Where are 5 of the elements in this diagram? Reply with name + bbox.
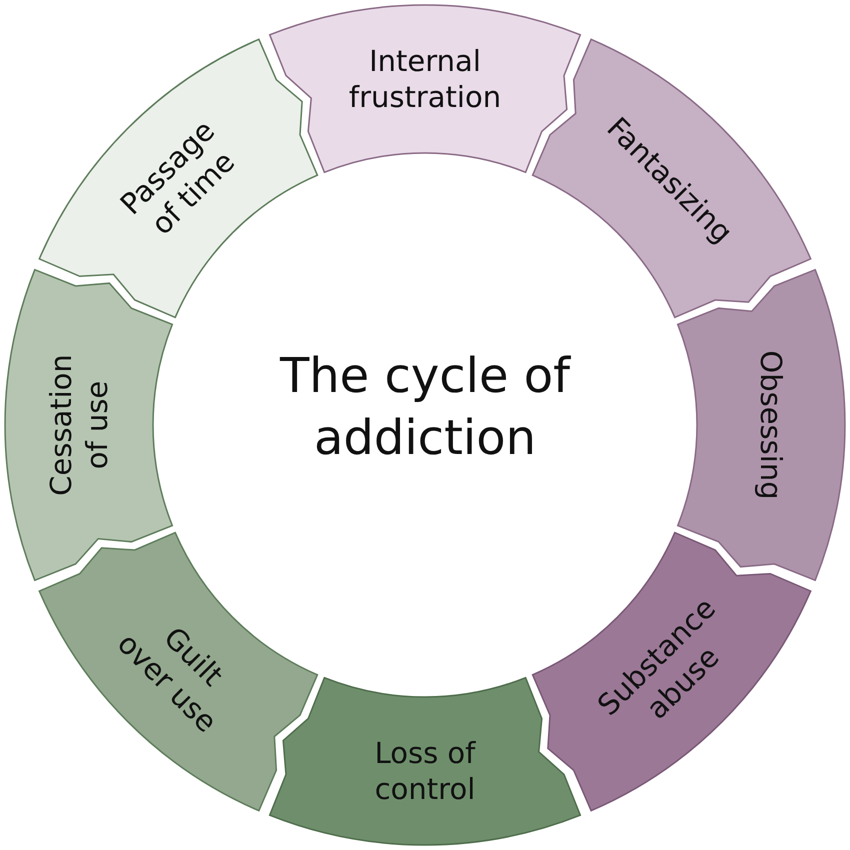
segment-label: Internal frustration xyxy=(348,42,502,116)
segment-label: Cessation of use xyxy=(42,353,115,498)
diagram-title: The cycle of addiction xyxy=(278,347,572,468)
segment-label: Obsessing xyxy=(753,350,790,500)
segment-label: Loss of control xyxy=(374,734,477,808)
